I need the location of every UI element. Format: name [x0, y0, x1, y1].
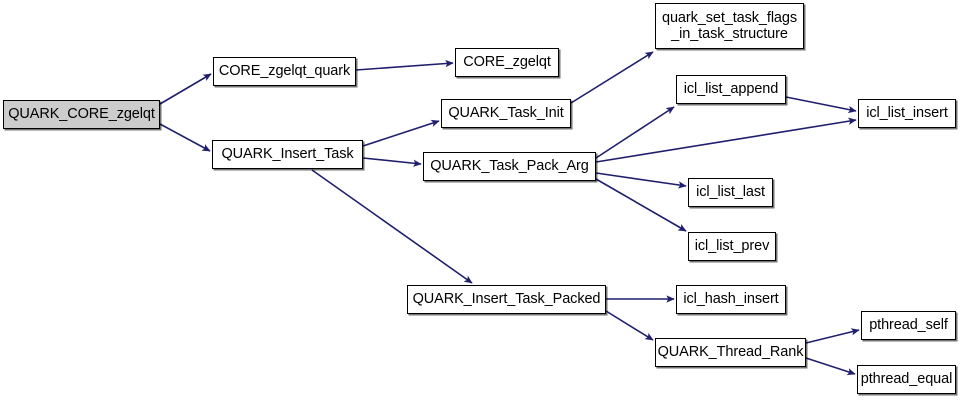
call-edge-quark_insert_task_packed-to-quark_thread_rank — [605, 310, 654, 341]
call-edge-quark_thread_rank-to-pthread_equal — [805, 357, 856, 376]
call-edge-quark_thread_rank-to-pthread_self — [805, 328, 860, 344]
call-edge-quark_insert_task-to-quark_task_init — [362, 119, 440, 147]
call-edge-quark_task_pack_arg-to-icl_list_prev — [595, 178, 687, 232]
graph-node-quark_insert_task_packed[interactable]: QUARK_Insert_Task_Packed — [407, 285, 606, 314]
graph-node-icl_list_prev[interactable]: icl_list_prev — [688, 232, 776, 261]
graph-node-quark_task_pack_arg[interactable]: QUARK_Task_Pack_Arg — [423, 152, 596, 181]
graph-node-icl_list_insert[interactable]: icl_list_insert — [858, 99, 956, 128]
graph-node-quark_task_init[interactable]: QUARK_Task_Init — [441, 99, 571, 128]
call-edge-quark_task_pack_arg-to-icl_list_append — [595, 106, 675, 159]
call-edge-quark_task_pack_arg-to-icl_list_insert — [595, 117, 857, 163]
call-edge-core_zgelqt_quark-to-core_zgelqt — [355, 59, 454, 71]
graph-node-pthread_self[interactable]: pthread_self — [861, 311, 956, 340]
call-edge-quark_core_zgelqt-to-quark_insert_task — [159, 123, 211, 152]
call-edge-quark_insert_task-to-quark_task_pack_arg — [362, 157, 422, 167]
graph-node-quark_core_zgelqt[interactable]: QUARK_CORE_zgelqt — [3, 100, 160, 129]
call-edge-quark_task_init-to-quark_set_task_flags — [570, 51, 654, 104]
call-edge-quark_insert_task-to-quark_insert_task_packed — [311, 169, 473, 284]
call-edge-icl_list_append-to-icl_list_insert — [785, 96, 857, 114]
graph-node-core_zgelqt[interactable]: CORE_zgelqt — [455, 48, 559, 77]
graph-node-core_zgelqt_quark[interactable]: CORE_zgelqt_quark — [213, 57, 356, 86]
graph-node-icl_list_last[interactable]: icl_list_last — [688, 178, 773, 207]
graph-node-icl_hash_insert[interactable]: icl_hash_insert — [676, 285, 786, 314]
graph-node-quark_set_task_flags[interactable]: quark_set_task_flags _in_task_structure — [655, 3, 804, 49]
graph-node-icl_list_append[interactable]: icl_list_append — [676, 75, 786, 104]
call-edge-quark_core_zgelqt-to-core_zgelqt_quark — [159, 73, 212, 105]
graph-node-quark_insert_task[interactable]: QUARK_Insert_Task — [212, 140, 363, 169]
graph-node-quark_thread_rank[interactable]: QUARK_Thread_Rank — [655, 338, 806, 367]
call-edge-quark_task_pack_arg-to-icl_list_last — [595, 172, 687, 189]
graph-node-pthread_equal[interactable]: pthread_equal — [857, 365, 956, 394]
